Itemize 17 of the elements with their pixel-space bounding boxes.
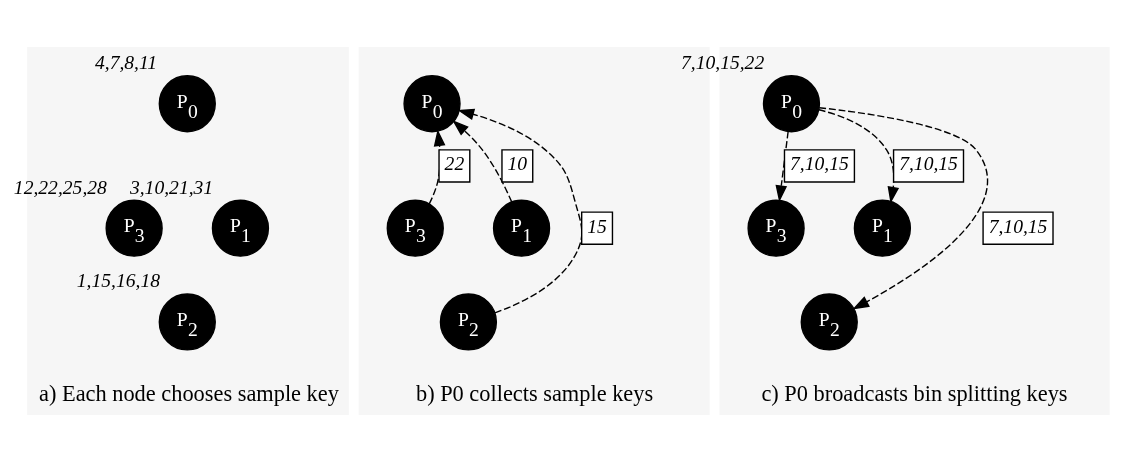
edge-label: 10 [507, 153, 528, 175]
arrow [775, 130, 789, 203]
arrow [428, 129, 446, 205]
node-label: 1,15,16,18 [76, 270, 161, 292]
arrow [818, 109, 900, 204]
edge-label: 15 [587, 215, 607, 237]
edge-label: 7,10,15 [899, 153, 958, 175]
edge-label: 22 [444, 153, 465, 175]
node-label: 12,22,25,28 [13, 176, 107, 198]
node-label: 3,10,21,31 [129, 176, 214, 198]
edge-label: 7,10,15 [790, 153, 849, 175]
arrow [818, 107, 989, 310]
node-label: 4,7,8,11 [94, 52, 158, 74]
arrow [452, 120, 513, 203]
node-label: 7,10,15,22 [680, 52, 765, 74]
arrow [457, 108, 583, 314]
edge-label: 7,10,15 [988, 215, 1048, 237]
